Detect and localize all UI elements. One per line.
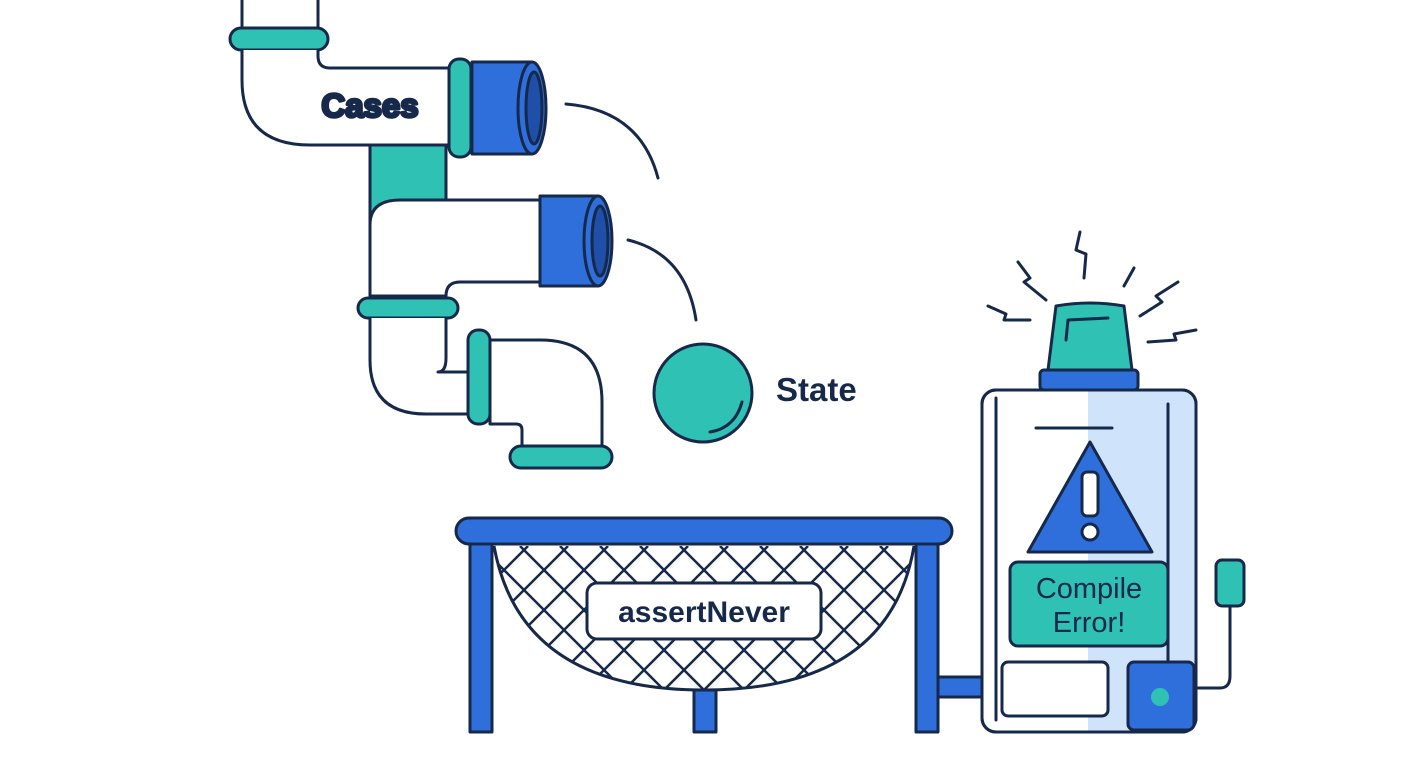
device-plug (1214, 558, 1246, 608)
warning-exclamation-dot (1080, 522, 1100, 542)
net-left-leg (468, 538, 494, 734)
net-outline (492, 545, 916, 692)
net-center-post (692, 688, 718, 734)
device-cable (1192, 602, 1232, 690)
pipe-elbow-lower (368, 316, 470, 416)
pipe-cases-mouth-inner (524, 70, 544, 146)
alarm-siren-highlight (1064, 316, 1110, 342)
spark-lower-right (1146, 328, 1198, 344)
state-ball-highlight (708, 400, 744, 434)
state-label: State (776, 371, 857, 408)
safety-net: assertNever (454, 516, 986, 734)
net-top-bar (454, 516, 954, 546)
compile-error-line1: Compile (1036, 573, 1142, 605)
state-ball: State (652, 342, 857, 444)
compile-error-line2: Error! (1053, 607, 1126, 639)
assertnever-label-box (585, 581, 823, 641)
compile-error-device: Compile Error! (980, 230, 1246, 734)
cases-label-box (296, 74, 446, 138)
pipe-elbow-middle (368, 198, 542, 298)
assertnever-label: assertNever (618, 596, 790, 629)
device-body-outline (980, 388, 1198, 734)
device-status-light (1151, 688, 1169, 706)
trajectory-arc-2 (626, 238, 698, 322)
pipe-top-collar (228, 26, 330, 52)
spark-upper-left (1016, 260, 1048, 302)
pipe-lower-vcollar (466, 328, 492, 426)
pipe-system: Cases (228, 0, 614, 470)
spark-upper-right (1122, 266, 1136, 288)
warning-exclamation-bar (1080, 470, 1100, 518)
trajectory-arcs (564, 102, 698, 322)
spark-top (1074, 230, 1088, 280)
spark-left (986, 304, 1032, 322)
pipe-cases-collar (447, 57, 473, 159)
spark-right (1138, 280, 1180, 318)
alarm-sparks (986, 230, 1198, 344)
net-right-leg (914, 538, 940, 734)
pipe-elbow-down (488, 338, 604, 448)
pipe-bottom-collar (508, 444, 614, 470)
device-slot-panel (1000, 660, 1110, 718)
state-ball-circle (652, 342, 754, 444)
cases-label: Cases (321, 87, 418, 124)
trajectory-arc-1 (564, 102, 660, 180)
pipe-middle-mouth-inner (590, 204, 610, 278)
compile-error-display (1008, 560, 1170, 648)
net-connector-bar (936, 675, 986, 699)
alarm-siren-dome (1046, 301, 1134, 372)
pipe-top-vertical (240, 0, 320, 30)
alarm-siren-base (1038, 368, 1140, 392)
pipe-middle-collar (356, 296, 460, 320)
